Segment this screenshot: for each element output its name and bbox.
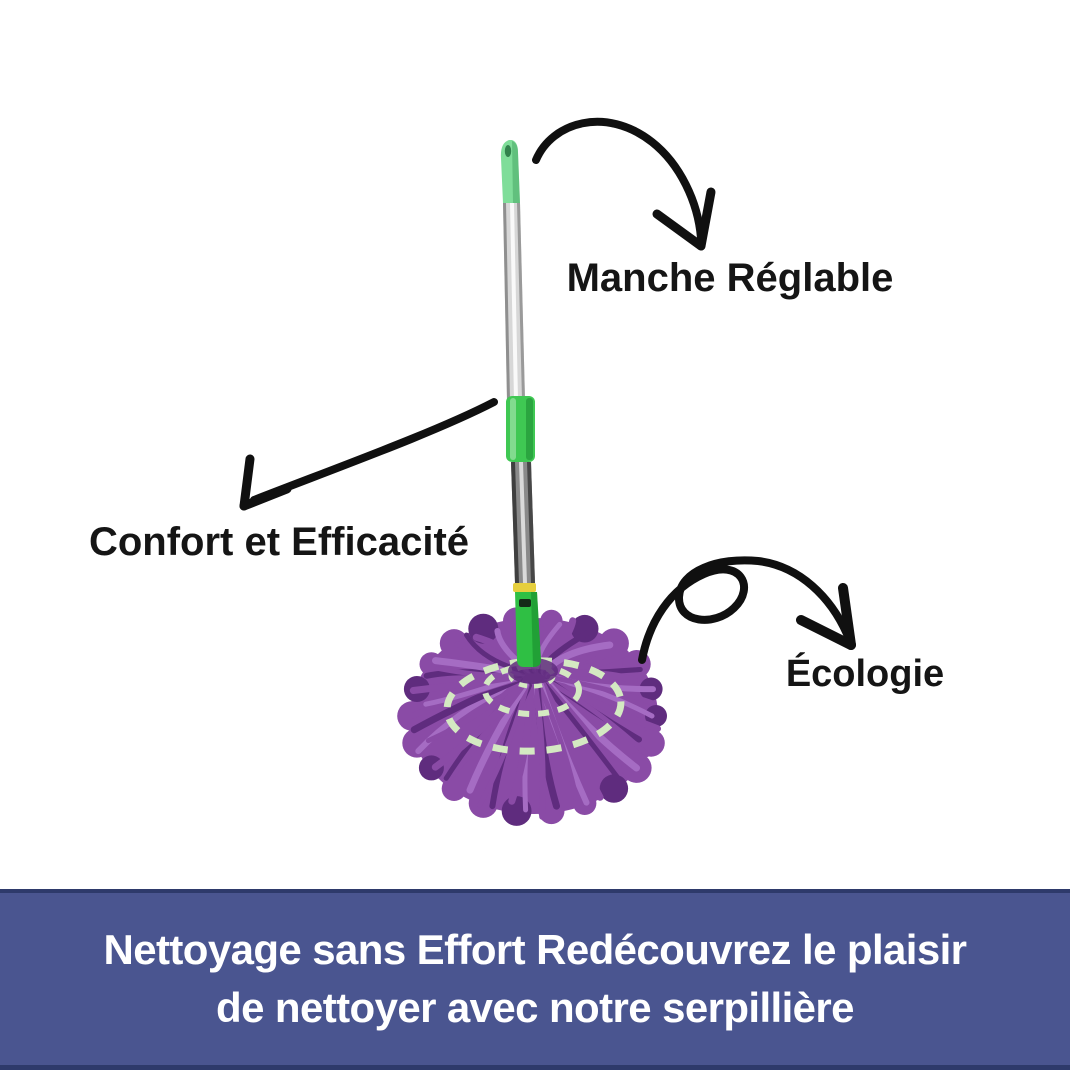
handle-cap xyxy=(500,140,520,203)
connector-slot xyxy=(519,599,531,607)
mop-head xyxy=(397,607,667,826)
banner: Nettoyage sans Effort Redécouvrez le pla… xyxy=(0,889,1070,1070)
label-adjustable-handle: Manche Réglable xyxy=(566,256,894,300)
arrow-comfort xyxy=(239,398,498,511)
label-ecology: Écologie xyxy=(785,653,945,695)
handle-pole-upper xyxy=(503,203,525,400)
arrow-adjustable-handle xyxy=(532,117,716,251)
label-comfort: Confort et Efficacité xyxy=(88,520,470,564)
arrow-ecology xyxy=(638,556,856,664)
cap-hole xyxy=(504,145,512,157)
handle xyxy=(500,140,541,667)
handle-grip xyxy=(506,396,535,462)
collar xyxy=(513,583,536,592)
handle-pole-lower xyxy=(511,462,535,583)
mop-connector xyxy=(515,592,541,667)
banner-line-2: de nettoyer avec notre serpillière xyxy=(216,983,854,1031)
banner-line-1: Nettoyage sans Effort Redécouvrez le pla… xyxy=(103,926,967,974)
